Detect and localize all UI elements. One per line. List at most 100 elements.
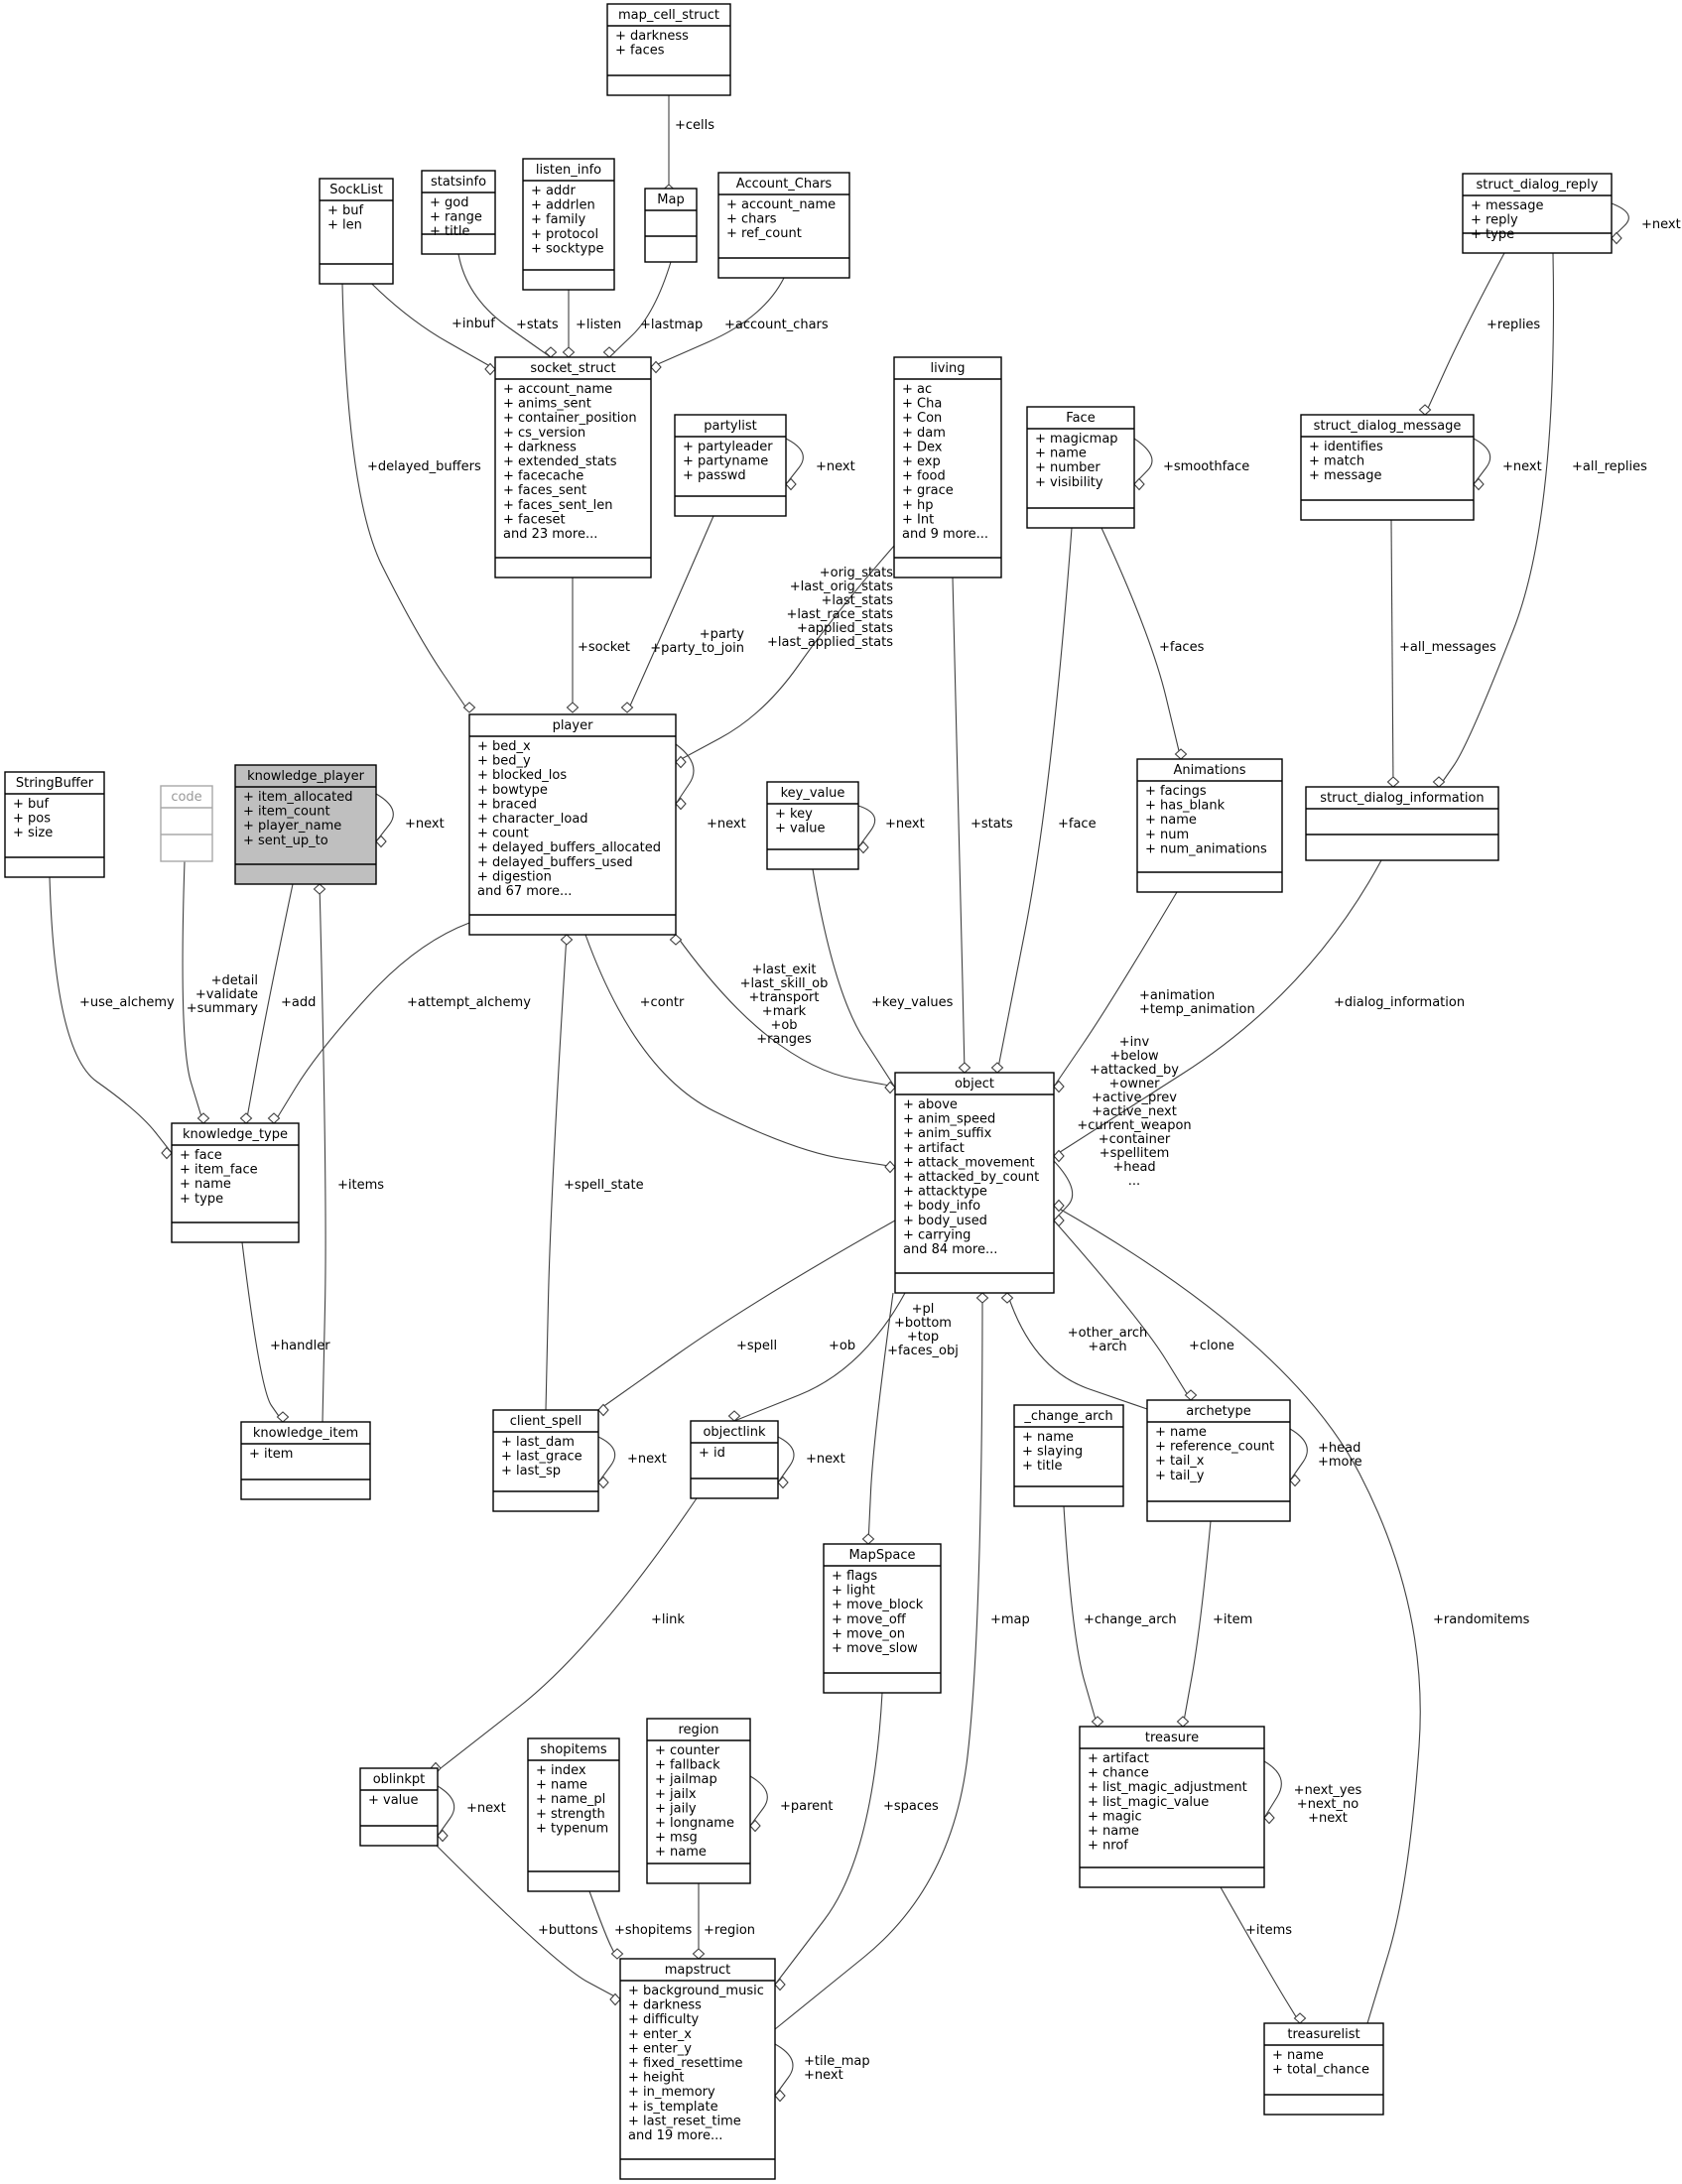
relation-line xyxy=(341,283,470,713)
class-attribute: + last_sp xyxy=(501,1464,561,1478)
class-box xyxy=(823,1543,942,1694)
class-map[interactable]: Map xyxy=(644,188,698,263)
relation-line xyxy=(1611,202,1629,239)
class-attribute: + enter_y xyxy=(628,2041,692,2056)
relation-line xyxy=(1390,519,1394,788)
class-attribute: + faces_sent xyxy=(503,483,586,498)
class-object[interactable]: object+ above+ anim_speed+ anim_suffix+ … xyxy=(894,1072,1055,1294)
class-attribute: + facings xyxy=(1145,784,1207,799)
relation-dialog-information xyxy=(1053,859,1382,1163)
relation-parent xyxy=(749,1775,768,1833)
class-knowledge-player[interactable]: knowledge_player+ item_allocated+ item_c… xyxy=(234,764,377,885)
relation-line xyxy=(1220,1886,1301,2024)
class-attribute: + name xyxy=(1155,1425,1207,1440)
class-archetype[interactable]: archetype+ name+ reference_count+ tail_x… xyxy=(1146,1399,1291,1522)
class-objectlink[interactable]: objectlink+ id xyxy=(690,1420,779,1499)
class-face[interactable]: Face+ magicmap+ name+ number+ visibility xyxy=(1026,406,1135,529)
class-attribute: + message xyxy=(1309,468,1381,483)
class-mapstruct[interactable]: mapstruct+ background_music+ darkness+ d… xyxy=(619,1958,776,2180)
class-attribute: + item_face xyxy=(180,1163,258,1178)
aggregation-diamond-icon xyxy=(562,346,576,358)
class-socklist[interactable]: SockList+ buf+ len xyxy=(319,178,394,285)
class-living[interactable]: living+ ac+ Cha+ Con+ dam+ Dex+ exp+ foo… xyxy=(893,356,1002,578)
aggregation-diamond-icon xyxy=(1611,231,1622,245)
class-struct-dialog-reply[interactable]: struct_dialog_reply+ message+ reply+ typ… xyxy=(1462,173,1613,254)
class-animations[interactable]: Animations+ facings+ has_blank+ name+ nu… xyxy=(1136,758,1283,893)
aggregation-diamond-icon xyxy=(1289,1474,1301,1487)
class-mapspace[interactable]: MapSpace+ flags+ light+ move_block+ move… xyxy=(823,1543,942,1694)
relation-label: +item xyxy=(1213,1612,1252,1627)
class-socket-struct[interactable]: socket_struct+ account_name+ anims_sent+… xyxy=(494,356,652,578)
class-attribute: + facecache xyxy=(503,469,583,484)
class-region[interactable]: region+ counter+ fallback+ jailmap+ jail… xyxy=(646,1718,751,1884)
class-attribute: + last_dam xyxy=(501,1435,575,1450)
class-oblinkpt[interactable]: oblinkpt+ value xyxy=(359,1767,439,1847)
aggregation-diamond-icon xyxy=(958,1062,971,1074)
relation-label: +next xyxy=(627,1452,667,1467)
class-box xyxy=(1013,1404,1124,1507)
class-treasurelist[interactable]: treasurelist+ name+ total_chance xyxy=(1263,2022,1384,2116)
relation-label: +party_to_join xyxy=(650,641,744,656)
aggregation-diamond-icon xyxy=(857,840,869,854)
class-client-spell[interactable]: client_spell+ last_dam+ last_grace+ last… xyxy=(492,1409,599,1512)
class-statsinfo[interactable]: statsinfo+ god+ range+ title xyxy=(421,170,496,255)
relation-tile-map xyxy=(774,2043,794,2103)
relation-line xyxy=(545,934,568,1411)
aggregation-diamond-icon xyxy=(975,1292,989,1304)
class-title: Map xyxy=(657,193,684,207)
class-attribute: + Int xyxy=(902,512,934,527)
class-title: treasurelist xyxy=(1287,2027,1359,2042)
class-title: client_spell xyxy=(510,1414,582,1429)
class-attribute: + message xyxy=(1471,198,1543,213)
class-attribute: + darkness xyxy=(615,29,689,44)
class-attribute: + name xyxy=(1088,1824,1139,1839)
relation-line xyxy=(774,1292,983,2030)
class-account-chars[interactable]: Account_Chars+ account_name+ chars+ ref_… xyxy=(717,172,850,279)
relation-label: +other_arch xyxy=(1068,1326,1147,1341)
class-map-cell-struct[interactable]: map_cell_struct+ darkness+ faces xyxy=(606,3,731,96)
class-struct-dialog-information[interactable]: struct_dialog_information xyxy=(1305,786,1499,861)
aggregation-diamond-icon xyxy=(675,755,687,769)
class-attribute: + blocked_los xyxy=(477,768,567,783)
relation-line xyxy=(1424,252,1505,416)
class-treasure[interactable]: treasure+ artifact+ chance+ list_magic_a… xyxy=(1079,1726,1265,1888)
class-knowledge-type[interactable]: knowledge_type+ face+ item_face+ name+ t… xyxy=(171,1122,300,1243)
relation-line xyxy=(457,253,552,358)
class-attribute: + fallback xyxy=(655,1758,720,1773)
class-attribute: + partyname xyxy=(683,454,768,469)
relation-label: +use_alchemy xyxy=(79,995,175,1010)
relation-label: +buttons xyxy=(538,1923,598,1938)
class-attribute: + faces xyxy=(615,44,665,59)
relation-line xyxy=(626,515,714,713)
class-title: archetype xyxy=(1186,1404,1250,1419)
class-stringbuffer[interactable]: StringBuffer+ buf+ pos+ size xyxy=(4,771,105,878)
relation-label: +replies xyxy=(1487,318,1540,332)
class-attribute: + delayed_buffers_allocated xyxy=(477,840,661,855)
class-key-value[interactable]: key_value+ key+ value xyxy=(766,781,859,870)
class-player[interactable]: player+ bed_x+ bed_y+ blocked_los+ bowty… xyxy=(468,713,677,936)
class-attribute: + player_name xyxy=(243,819,341,834)
class-attribute: + cs_version xyxy=(503,426,585,441)
class-knowledge-item[interactable]: knowledge_item+ item xyxy=(240,1421,371,1500)
class-listen-info[interactable]: listen_info+ addr+ addrlen+ family+ prot… xyxy=(522,158,615,291)
class-attribute: + ac xyxy=(902,382,932,397)
class-shopitems[interactable]: shopitems+ index+ name+ name_pl+ strengt… xyxy=(527,1737,620,1892)
class--change-arch[interactable]: _change_arch+ name+ slaying+ title xyxy=(1013,1404,1124,1507)
aggregation-diamond-icon xyxy=(1053,1149,1065,1163)
relation-line xyxy=(1006,1292,1148,1410)
class-box xyxy=(319,178,394,285)
aggregation-diamond-icon xyxy=(990,1062,1004,1074)
class-title: _change_arch xyxy=(1023,1409,1112,1424)
relation-label: +key_values xyxy=(871,995,954,1010)
relation-delayed-buffers xyxy=(341,283,476,713)
class-code[interactable]: code xyxy=(160,785,213,862)
class-struct-dialog-message[interactable]: struct_dialog_message+ identifies+ match… xyxy=(1300,414,1475,521)
relation-line xyxy=(774,1692,883,1986)
relation-line xyxy=(1053,891,1178,1088)
relation-listen xyxy=(562,290,576,358)
relation-handler xyxy=(241,1241,290,1423)
class-partylist[interactable]: partylist+ partyleader+ partyname+ passw… xyxy=(674,414,787,517)
class-attribute: and 23 more... xyxy=(503,527,597,542)
class-attribute: + item xyxy=(249,1447,293,1462)
class-attribute: + move_on xyxy=(832,1626,905,1641)
